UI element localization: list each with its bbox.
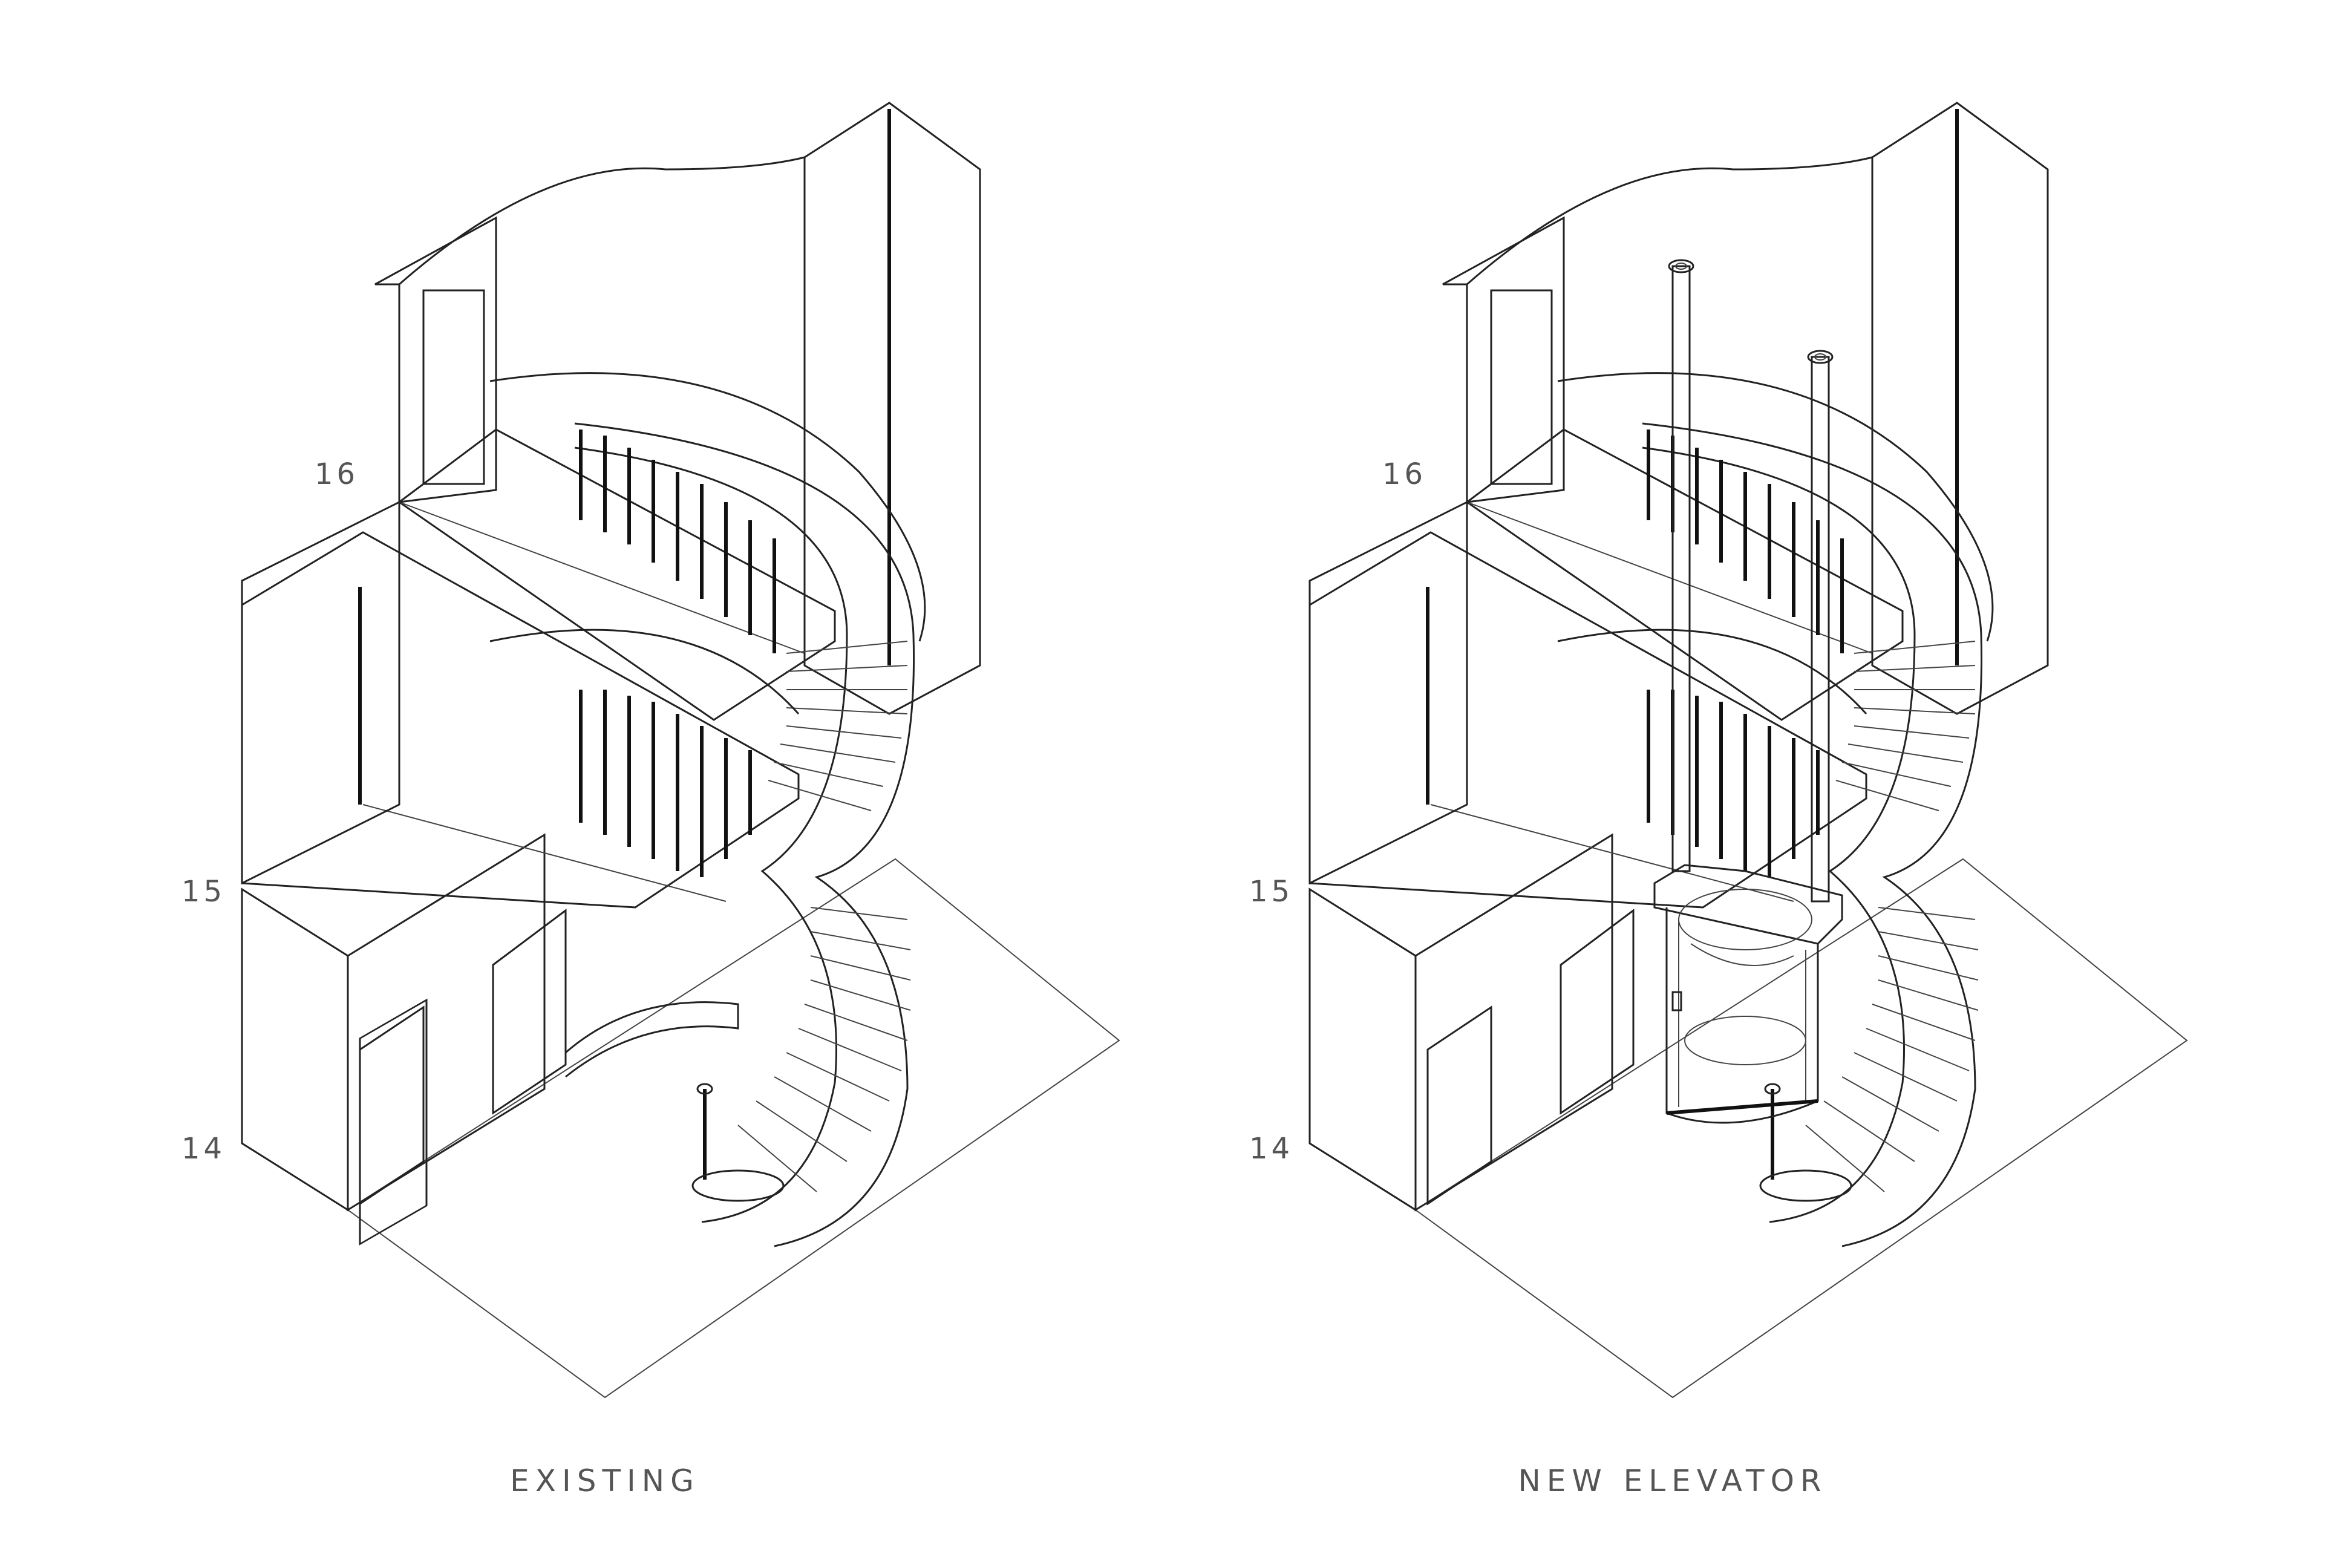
column-tall — [803, 102, 981, 715]
landing-15-edge — [362, 804, 727, 902]
lower-wall-front — [1414, 833, 1613, 1212]
landing-16-edge — [1466, 501, 1873, 654]
floor-outline — [347, 858, 1120, 1399]
landing-15-edge — [1430, 804, 1794, 902]
landing-16-edge — [399, 501, 805, 654]
handrail-mid — [489, 629, 800, 715]
mid-wall — [241, 500, 400, 885]
handrail-mid — [1557, 629, 1867, 715]
level-label-16: 16 — [315, 457, 359, 491]
door-right-frame — [492, 909, 567, 1115]
upper-wall — [374, 216, 497, 503]
upper-door — [1490, 289, 1553, 485]
stair-outer-stringer — [574, 422, 915, 1247]
door-left-frame — [1426, 1005, 1492, 1206]
upper-wall — [1442, 216, 1565, 503]
newel-post — [691, 1083, 785, 1202]
panel-new-elevator: 16 15 14 NEW ELEVATOR — [1249, 102, 2188, 1498]
upper-door — [422, 289, 485, 485]
curved-wall — [565, 1001, 739, 1078]
caption-existing: EXISTING — [510, 1463, 700, 1498]
level-label-14: 14 — [181, 1132, 226, 1166]
level-label-14: 14 — [1249, 1132, 1293, 1166]
elevator-guide-rails — [1668, 259, 1834, 903]
balusters-lower — [579, 690, 752, 877]
stair-treads — [1805, 641, 1979, 1192]
door-right-frame — [1560, 909, 1635, 1115]
upper-curved-wall — [399, 156, 806, 286]
level-label-15: 15 — [1249, 875, 1293, 909]
stair-inner-stringer — [574, 446, 848, 1223]
door-left — [359, 998, 428, 1246]
lower-wall-front — [347, 833, 546, 1212]
stair-treads — [737, 641, 911, 1192]
lower-wall — [241, 887, 349, 1212]
stair-outer-stringer — [1642, 422, 1983, 1247]
upper-curved-wall — [1466, 156, 1873, 286]
floor-outline — [1414, 858, 2188, 1399]
balusters-upper — [1647, 430, 1844, 653]
door-left-frame — [359, 1005, 425, 1206]
caption-new-elevator: NEW ELEVATOR — [1518, 1463, 1827, 1498]
mid-wall — [1308, 500, 1468, 885]
landing-16 — [1465, 428, 1904, 721]
balusters-upper — [579, 430, 776, 653]
level-label-15: 15 — [181, 875, 226, 909]
lower-wall — [1308, 887, 1417, 1212]
elevator-cab — [1653, 864, 1843, 1124]
level-label-16: 16 — [1382, 457, 1426, 491]
balusters-lower — [1647, 690, 1820, 877]
landing-16 — [397, 428, 836, 721]
handrail-upper — [1557, 372, 1994, 642]
handrail-upper — [489, 372, 926, 642]
stair-inner-stringer — [1642, 446, 1916, 1223]
panel-existing: 16 15 14 EXISTING — [181, 102, 1120, 1498]
column-tall — [1871, 102, 2049, 715]
